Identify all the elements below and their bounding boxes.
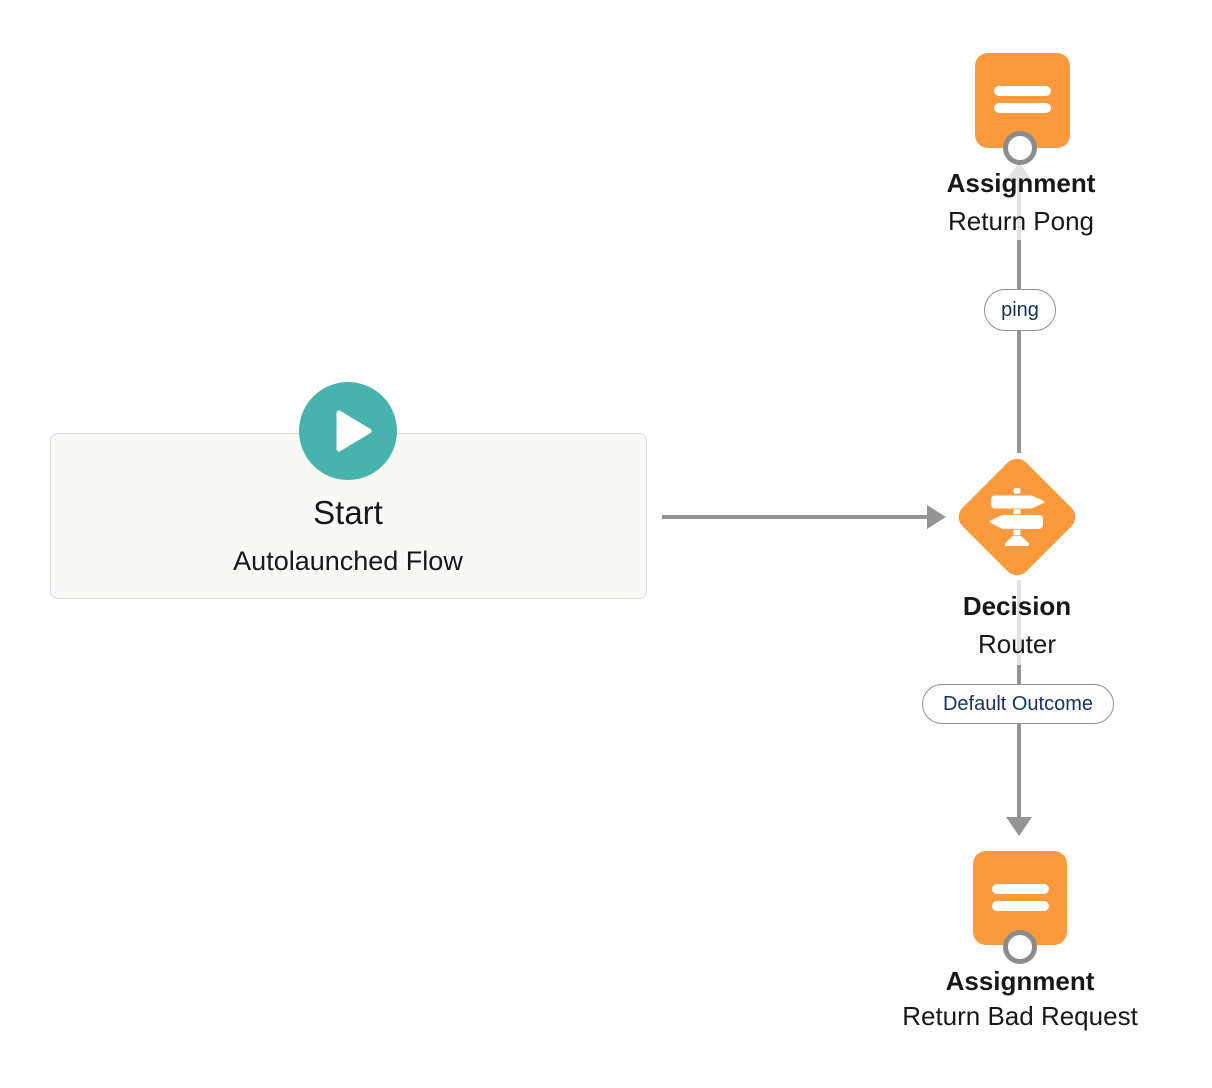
connector-decision-to-return-pong[interactable] bbox=[1017, 180, 1021, 240]
start-node-button[interactable] bbox=[299, 382, 397, 480]
decision-node-type-label: Decision bbox=[962, 591, 1072, 621]
connection-point-circle[interactable] bbox=[1003, 131, 1037, 165]
connector-decision-to-return-pong[interactable] bbox=[1017, 331, 1021, 453]
connector-arrowhead-up-icon[interactable] bbox=[1006, 162, 1032, 181]
assignment-return-bad-request-type-label: Assignment bbox=[945, 966, 1095, 996]
connector-decision-to-return-bad-request[interactable] bbox=[1017, 665, 1021, 685]
connector-label-ping[interactable]: ping bbox=[984, 289, 1056, 331]
decision-node-router[interactable] bbox=[953, 453, 1081, 581]
assignment-return-pong-name-label: Return Pong bbox=[948, 206, 1094, 236]
start-node-title: Start bbox=[313, 494, 383, 531]
decision-node-name-label: Router bbox=[977, 629, 1057, 659]
start-node-type-label: Autolaunched Flow bbox=[233, 546, 463, 576]
connector-decision-to-return-pong[interactable] bbox=[1017, 240, 1021, 290]
signpost-icon bbox=[972, 472, 1062, 562]
assignment-return-bad-request-name-label: Return Bad Request bbox=[902, 1001, 1138, 1031]
assignment-return-pong-type-label: Assignment bbox=[946, 168, 1096, 198]
connector-arrowhead-right-icon[interactable] bbox=[927, 505, 946, 529]
connector-decision-to-return-bad-request[interactable] bbox=[1017, 580, 1021, 665]
connector-decision-to-return-bad-request[interactable] bbox=[1017, 723, 1021, 818]
connector-start-to-decision[interactable] bbox=[662, 515, 927, 519]
connector-arrowhead-down-icon[interactable] bbox=[1006, 817, 1032, 836]
play-icon bbox=[299, 382, 397, 480]
assignment-node-return-bad-request[interactable] bbox=[973, 851, 1067, 945]
connection-point-circle[interactable] bbox=[1003, 930, 1037, 964]
connector-label-default-outcome[interactable]: Default Outcome bbox=[922, 684, 1114, 724]
